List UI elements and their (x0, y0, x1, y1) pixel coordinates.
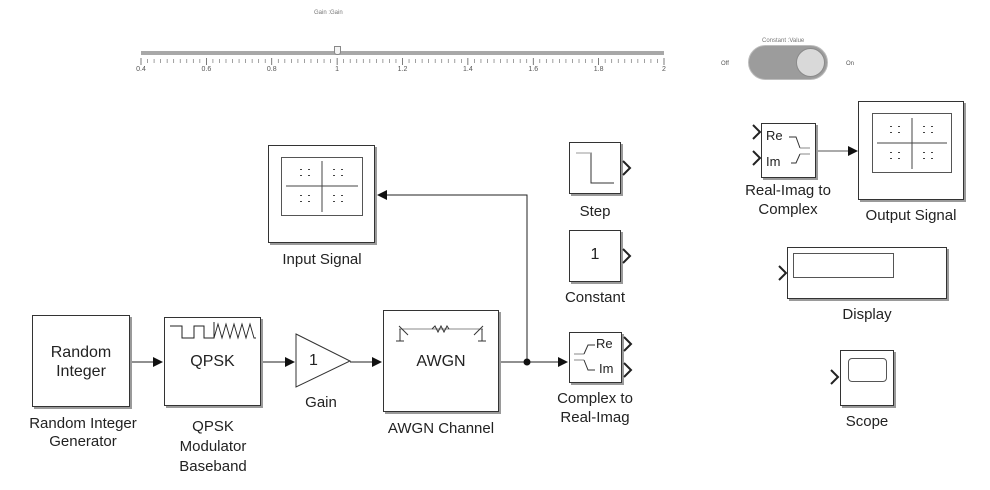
re-input-port-icon[interactable] (752, 124, 762, 140)
slider-title: Gain :Gain (314, 10, 343, 16)
toggle-title: Constant :Value (762, 38, 805, 44)
constellation-display (872, 113, 952, 173)
display-block[interactable] (787, 247, 947, 299)
scope-screen (848, 358, 887, 382)
gain-value-text: 1 (309, 352, 318, 369)
port-im-label: Im (599, 361, 614, 376)
scope-input-port-icon[interactable] (830, 369, 840, 385)
qpsk-modulator-block[interactable]: QPSK (164, 317, 261, 406)
complex-to-real-imag-label: Complex to Real-Imag (557, 390, 633, 426)
input-signal-block[interactable] (268, 145, 375, 243)
qpsk-modulator-label: QPSK Modulator Baseband (179, 418, 247, 475)
slider-tick-label: 1.2 (397, 66, 408, 73)
output-signal-block[interactable] (858, 101, 964, 200)
toggle-knob (796, 48, 825, 77)
step-icon (576, 152, 614, 184)
output-signal-label: Output Signal (865, 207, 957, 224)
im-input-port-icon[interactable] (752, 150, 762, 166)
port-im-label: Im (766, 154, 781, 169)
toggle-off-label: Off (721, 61, 729, 67)
display-label: Display (842, 306, 892, 323)
re-output-port-icon[interactable] (623, 336, 633, 352)
im-output-port-icon[interactable] (623, 362, 633, 378)
port-re-label: Re (596, 336, 613, 351)
slider-tick-label: 1.8 (593, 66, 604, 73)
constant-label: Constant (564, 289, 626, 306)
complex-to-real-imag-block[interactable]: Re Im (569, 332, 622, 383)
qpsk-waveform-icon (170, 322, 256, 340)
input-signal-label: Input Signal (282, 251, 362, 268)
real-imag-to-complex-label: Real-Imag to Complex (745, 182, 831, 218)
scope-label: Scope (845, 413, 889, 430)
step-block[interactable] (569, 142, 621, 194)
merge-icon (789, 136, 810, 164)
slider-tick-label: 0.4 (136, 66, 146, 73)
awgn-channel-block[interactable]: AWGN (383, 310, 499, 412)
step-output-port-icon[interactable] (622, 160, 632, 176)
slider-tick-label: 1.4 (463, 66, 473, 73)
slider-tick-label: 1 (335, 66, 340, 73)
constellation-display (281, 157, 363, 216)
toggle-on-label: On (846, 61, 855, 67)
block-icon-text: AWGN (416, 353, 466, 370)
display-input-port-icon[interactable] (778, 265, 788, 281)
slider-scale (140, 58, 665, 65)
constant-block[interactable]: 1 (569, 230, 621, 282)
random-integer-generator-block[interactable]: Random Integer (32, 315, 130, 407)
wire-branch-to-input-signal (377, 190, 528, 362)
block-icon-text: Random Integer (50, 344, 112, 380)
real-imag-to-complex-block[interactable]: Re Im (761, 123, 816, 178)
antenna-icon (396, 325, 486, 342)
branch-point (523, 358, 531, 366)
block-icon-text: QPSK (190, 353, 235, 370)
step-label: Step (579, 203, 611, 220)
slider-tick-label: 1.6 (528, 66, 539, 73)
constant-value-text: 1 (590, 246, 600, 263)
constellation-icon (877, 118, 947, 169)
gain-block[interactable] (294, 332, 354, 390)
gain-slider-thumb[interactable] (333, 46, 341, 55)
gain-slider-track[interactable] (141, 51, 664, 55)
constellation-icon (286, 161, 358, 212)
constant-toggle-switch[interactable] (748, 45, 828, 80)
slider-tick-label: 0.8 (266, 66, 277, 73)
slider-tick-label: 0.6 (201, 66, 212, 73)
display-readout (793, 253, 894, 278)
port-re-label: Re (766, 128, 783, 143)
gain-label: Gain (305, 394, 337, 411)
scope-block[interactable] (840, 350, 894, 406)
split-icon (574, 344, 595, 371)
constant-output-port-icon[interactable] (622, 248, 632, 264)
slider-tick-label: 2 (662, 66, 666, 73)
random-integer-generator-label: Random Integer Generator (29, 415, 137, 450)
awgn-channel-label: AWGN Channel (387, 420, 495, 437)
